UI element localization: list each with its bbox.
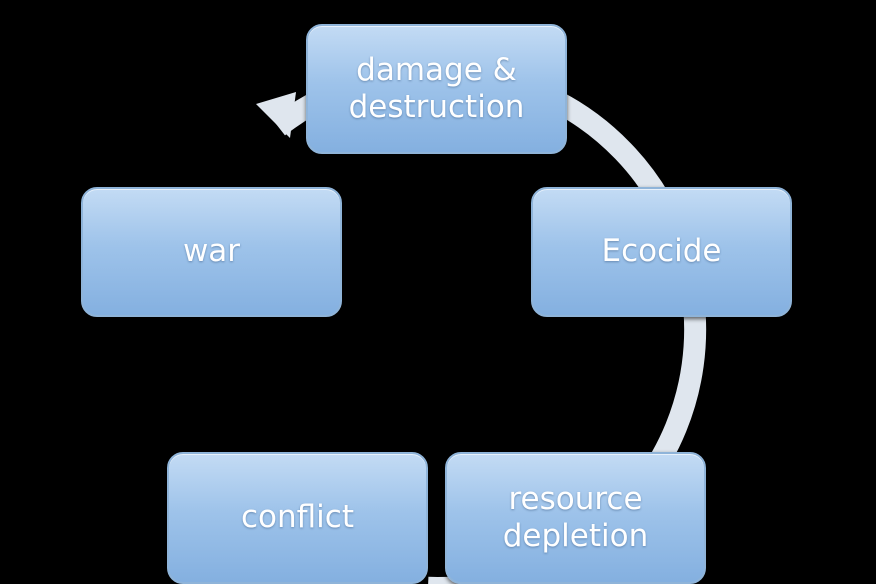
- curved-arrow-head-icon: [256, 92, 296, 138]
- node-conflict: conflict: [167, 452, 428, 584]
- node-resource-depletion: resource depletion: [445, 452, 706, 584]
- node-damage-destruction: damage & destruction: [306, 24, 567, 154]
- node-war: war: [81, 187, 342, 317]
- node-ecocide: Ecocide: [531, 187, 792, 317]
